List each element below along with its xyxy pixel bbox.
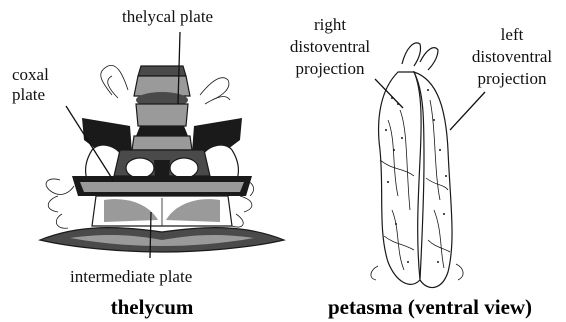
label-right-line1: right <box>314 15 346 34</box>
petasma-seta-right <box>456 264 463 280</box>
label-coxal-line2: plate <box>12 85 45 104</box>
label-left-line2: distoventral <box>472 47 553 66</box>
label-left-line1: left <box>501 25 524 44</box>
intermediate-plate-shape <box>92 196 232 226</box>
basal-plate-shape <box>40 228 284 252</box>
caption-thelycum: thelycum <box>111 295 194 319</box>
petasma-tip-right <box>420 48 438 70</box>
petasma-illustration <box>371 43 463 288</box>
label-right-line3: projection <box>296 59 365 78</box>
label-coxal-line1: coxal <box>12 65 49 84</box>
label-intermediate-plate: intermediate plate <box>70 267 192 286</box>
petasma-tip-left <box>402 43 421 66</box>
petasma-seta-left <box>371 266 378 280</box>
label-left-line3: projection <box>478 69 547 88</box>
thelycal-plate-shape <box>132 66 192 150</box>
thelycum-illustration <box>40 65 284 252</box>
left-projection-leader <box>450 92 485 130</box>
label-thelycal-plate: thelycal plate <box>122 7 213 26</box>
caption-petasma: petasma (ventral view) <box>328 295 532 319</box>
label-right-line2: distoventral <box>290 37 371 56</box>
